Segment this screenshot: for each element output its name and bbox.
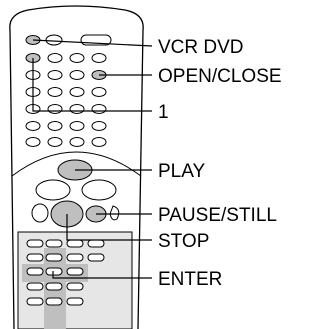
panel-button[interactable] (27, 283, 43, 290)
panel-button[interactable] (27, 298, 43, 305)
number-button[interactable] (48, 105, 62, 114)
left-button[interactable] (27, 268, 43, 275)
number-button[interactable] (70, 138, 84, 147)
number-button[interactable] (48, 138, 62, 147)
panel-button[interactable] (67, 254, 83, 261)
number-button[interactable] (70, 105, 84, 114)
number-button[interactable] (26, 138, 40, 147)
number-button[interactable] (70, 54, 84, 63)
number-button[interactable] (92, 138, 106, 147)
down-button[interactable] (46, 283, 62, 290)
label-vcr-dvd: VCR DVD (158, 37, 244, 58)
panel-button[interactable] (67, 298, 83, 305)
number-button[interactable] (48, 122, 62, 131)
number-button[interactable] (92, 105, 106, 114)
number-button[interactable] (92, 54, 106, 63)
label-one: 1 (158, 102, 169, 123)
panel-button[interactable] (88, 240, 104, 247)
label-play: PLAY (158, 161, 206, 182)
rewind-button[interactable] (36, 180, 70, 200)
panel-button[interactable] (46, 240, 62, 247)
panel-button[interactable] (88, 254, 104, 261)
number-button[interactable] (92, 122, 106, 131)
number-button[interactable] (70, 88, 84, 97)
lower-panel (18, 232, 132, 329)
label-stop: STOP (158, 231, 209, 252)
forward-button[interactable] (82, 180, 116, 200)
label-enter: ENTER (158, 269, 222, 290)
number-button[interactable] (70, 122, 84, 131)
up-button[interactable] (46, 254, 62, 261)
record-button[interactable] (32, 204, 48, 222)
number-button[interactable] (48, 88, 62, 97)
number-button[interactable] (70, 71, 84, 80)
enter-button[interactable] (46, 268, 62, 275)
panel-button[interactable] (27, 240, 43, 247)
label-open-close: OPEN/CLOSE (158, 66, 282, 87)
number-button[interactable] (48, 54, 62, 63)
right-button[interactable] (67, 268, 83, 275)
number-button[interactable] (92, 88, 106, 97)
top-button[interactable] (46, 35, 62, 45)
number-button[interactable] (48, 71, 62, 80)
number-button[interactable] (26, 122, 40, 131)
panel-button[interactable] (46, 298, 62, 305)
panel-button[interactable] (67, 283, 83, 290)
panel-button[interactable] (27, 254, 43, 261)
label-pause-still: PAUSE/STILL (158, 205, 277, 226)
panel-button[interactable] (67, 240, 83, 247)
